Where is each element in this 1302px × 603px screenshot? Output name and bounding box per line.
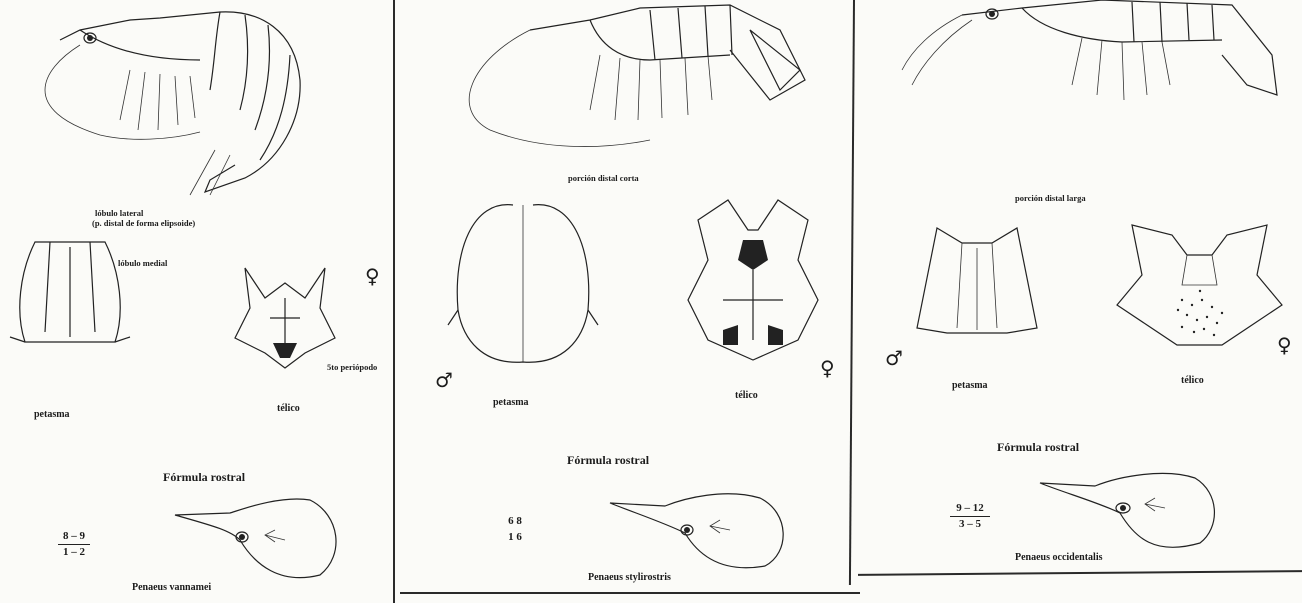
petasma-label: petasma (493, 397, 529, 408)
male-symbol: ♂ (435, 370, 453, 390)
telico-label: télico (1181, 375, 1204, 386)
species-name: Penaeus stylirostris (588, 572, 671, 583)
pereiopod-label: 5to periópodo (327, 362, 377, 372)
panel-vannamei: lóbulo lateral (p. distal de forma elips… (0, 0, 393, 603)
species-name: Penaeus vannamei (132, 582, 211, 593)
petasma-drawing (5, 232, 135, 362)
rostrum-drawing (1035, 468, 1225, 558)
lobulo-lateral-note: (p. distal de forma elipsoide) (92, 218, 195, 228)
petasma-label: petasma (34, 409, 70, 420)
species-name: Penaeus occidentalis (1015, 552, 1103, 563)
female-symbol: ♀ (820, 358, 835, 378)
telico-drawing (678, 190, 828, 370)
rostrum-drawing (605, 488, 795, 573)
rostral-formula: 9 – 12 3 – 5 (950, 502, 990, 531)
formula-bottom: 1 – 2 (63, 546, 85, 558)
formula-title: Fórmula rostral (567, 453, 649, 468)
formula-bottom: 3 – 5 (959, 518, 981, 530)
telico-label: télico (735, 390, 758, 401)
telico-stipple (1177, 290, 1223, 336)
petasma-drawing (907, 218, 1047, 348)
panel-occidentalis: porción distal larga ♂ petasma télico ♀ … (857, 0, 1302, 603)
formula-title: Fórmula rostral (163, 470, 245, 485)
formula-top: 8 – 9 (63, 530, 85, 542)
female-symbol: ♀ (365, 266, 380, 286)
telico-drawing (225, 258, 345, 373)
formula-title: Fórmula rostral (997, 440, 1079, 455)
male-symbol: ♂ (885, 348, 903, 368)
shrimp-drawing (450, 0, 810, 160)
petasma-label: petasma (952, 380, 988, 391)
female-symbol: ♀ (1277, 335, 1292, 355)
lobulo-lateral-label: lóbulo lateral (95, 208, 143, 218)
petasma-drawing (443, 190, 603, 370)
rostral-formula: 6 8 1 6 (495, 515, 535, 544)
formula-top: 6 8 (508, 515, 522, 527)
shrimp-drawing (10, 0, 310, 200)
formula-bottom: 1 6 (508, 531, 522, 543)
rostral-formula: 8 – 9 1 – 2 (58, 530, 90, 559)
formula-top: 9 – 12 (956, 502, 984, 514)
rostrum-drawing (170, 495, 350, 585)
telico-label: télico (277, 403, 300, 414)
porcion-label: porción distal larga (1015, 193, 1086, 203)
porcion-label: porción distal corta (568, 173, 639, 183)
panel-stylirostris: porción distal corta ♂ petasma télico ♀ … (395, 0, 855, 603)
shrimp-drawing (902, 0, 1282, 115)
telico-drawing (1112, 205, 1287, 365)
